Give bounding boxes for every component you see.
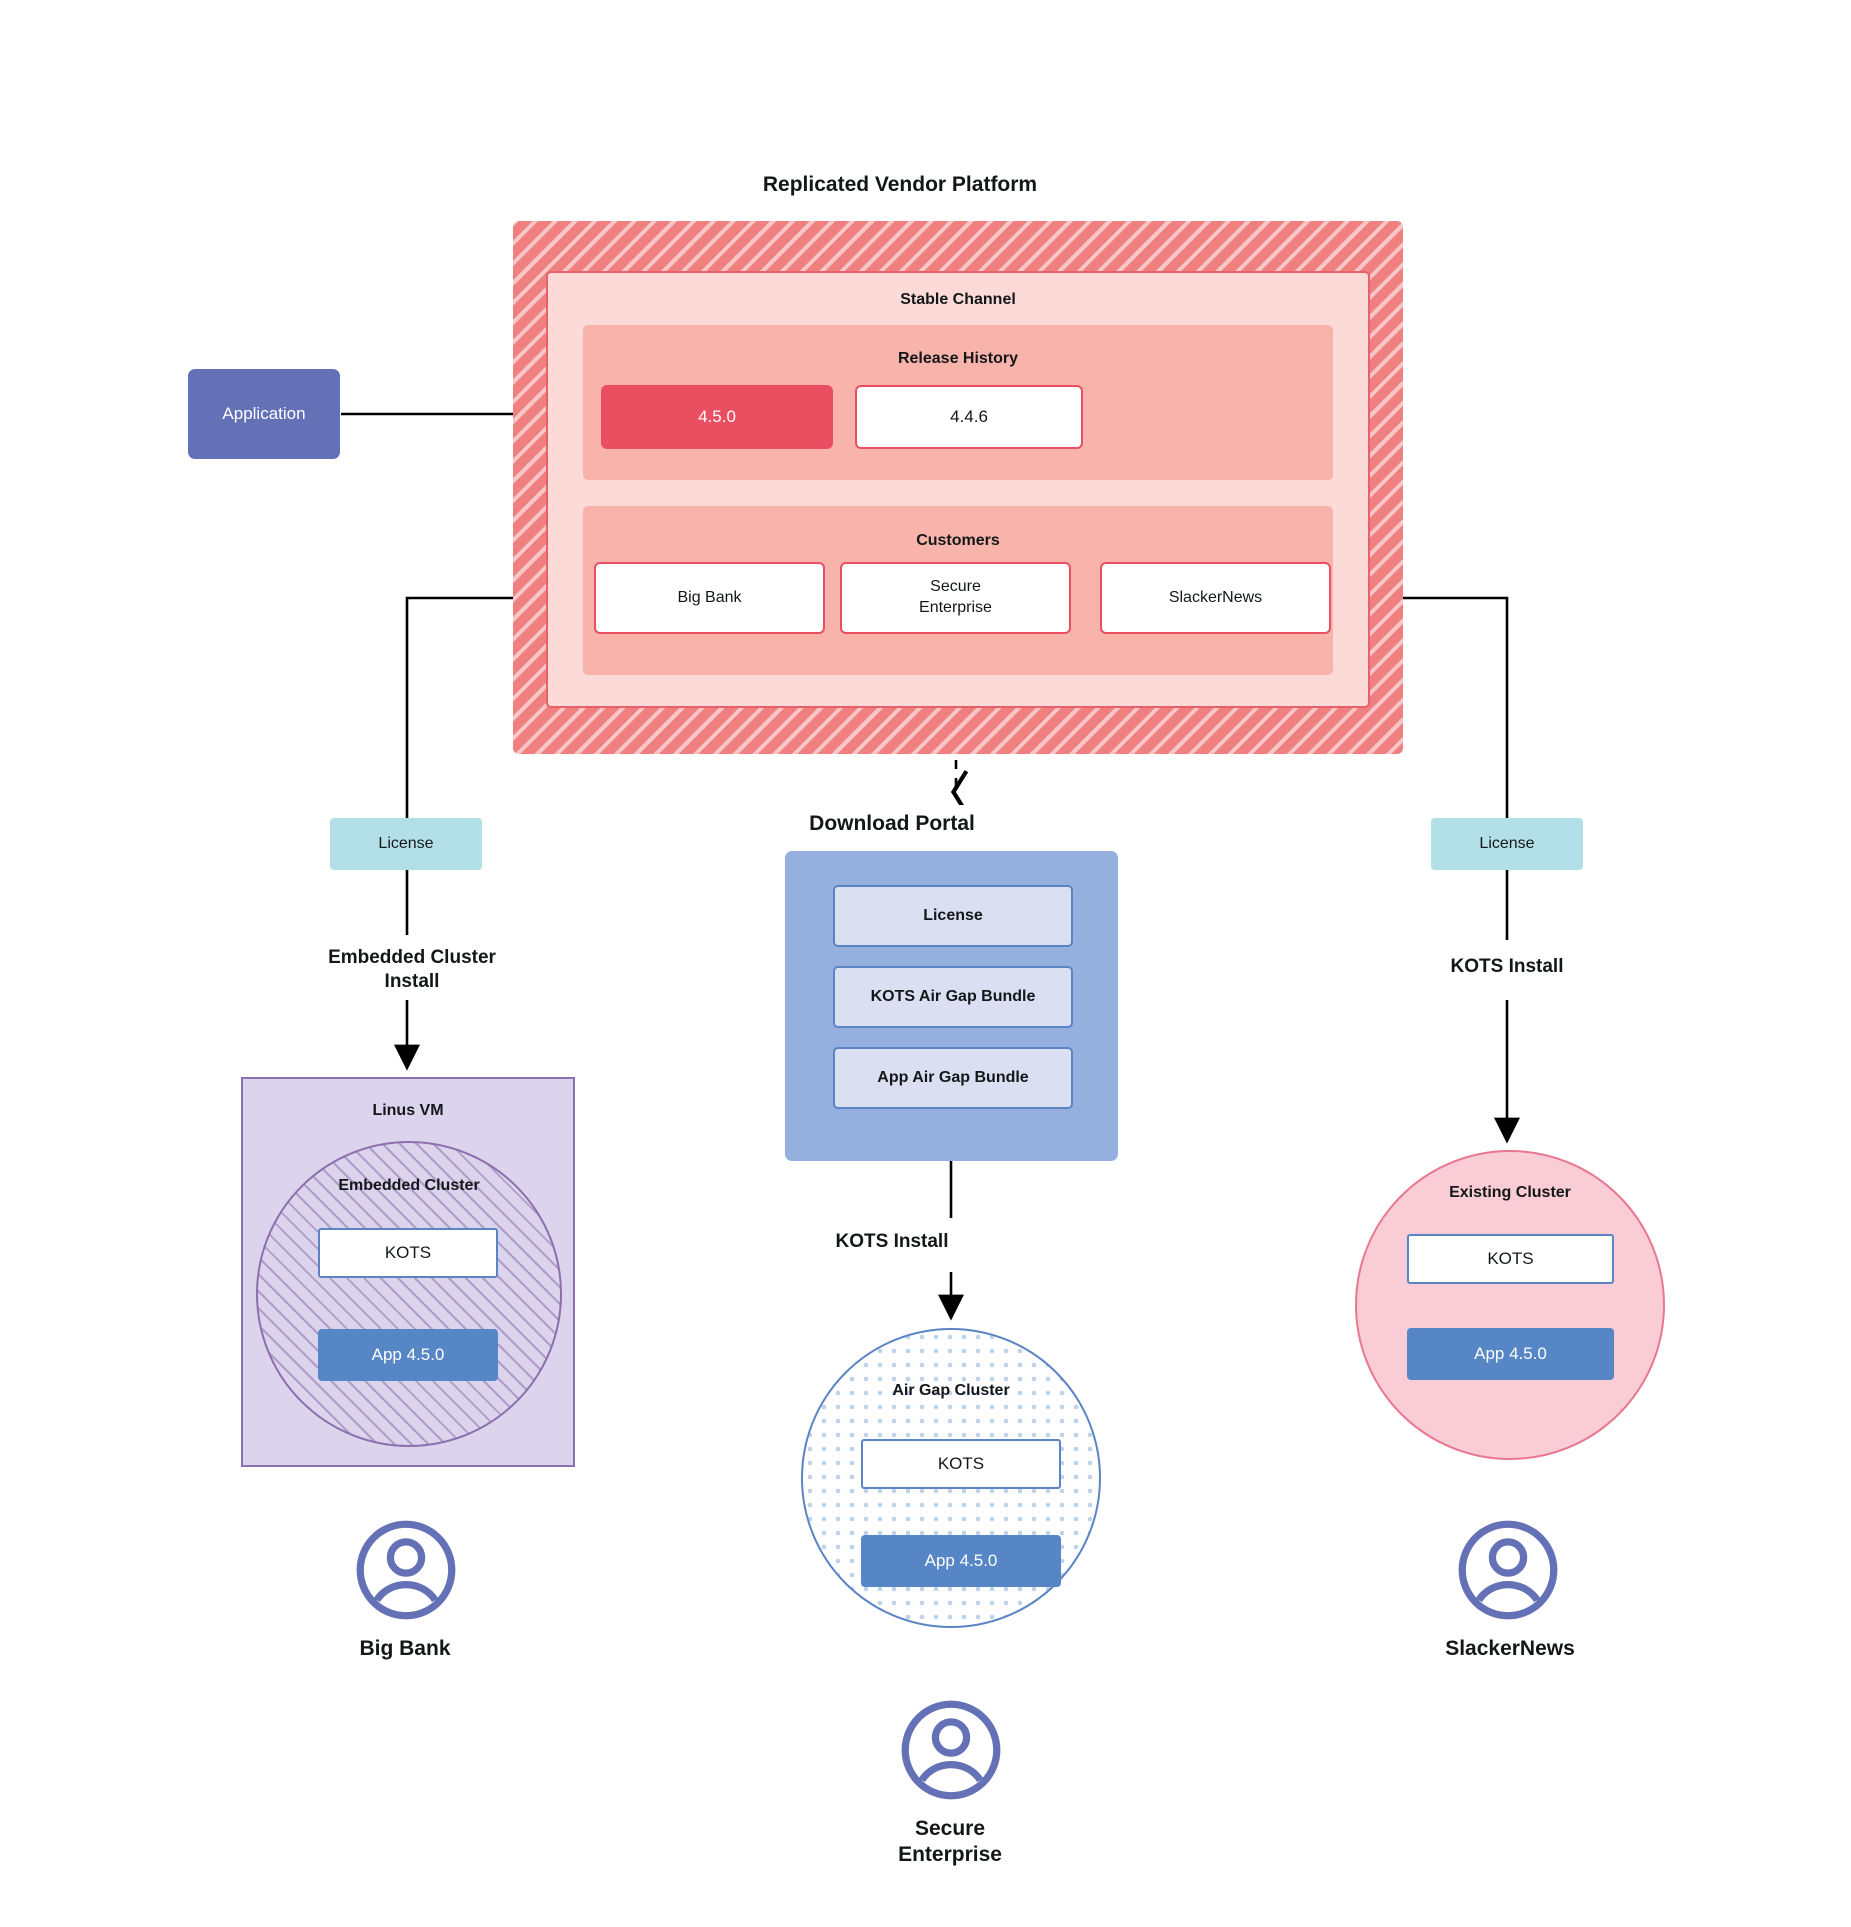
release-card-current[interactable]: 4.5.0	[601, 385, 833, 449]
linus-vm-label: Linus VM	[372, 1102, 444, 1119]
user-avatar-icon	[354, 1518, 458, 1622]
app-node-embedded[interactable]: App 4.5.0	[318, 1329, 498, 1381]
portal-item-app-air-gap-bundle[interactable]: App Air Gap Bundle	[833, 1047, 1073, 1109]
license-chip-left[interactable]: License	[330, 818, 482, 870]
download-portal-title: Download Portal	[809, 812, 975, 835]
existing-cluster-circle	[1355, 1150, 1665, 1460]
air-gap-cluster-label: Air Gap Cluster	[892, 1382, 1010, 1399]
customer-card-slackernews[interactable]: SlackerNews	[1100, 562, 1331, 634]
license-chip-right[interactable]: License	[1431, 818, 1583, 870]
page-title: Replicated Vendor Platform	[762, 173, 1038, 196]
embedded-cluster-circle	[256, 1141, 562, 1447]
app-node-airgap[interactable]: App 4.5.0	[861, 1535, 1061, 1587]
release-history-label: Release History	[897, 350, 1019, 367]
persona-name-big-bank: Big Bank	[359, 1637, 451, 1660]
user-avatar-icon	[1456, 1518, 1560, 1622]
portal-item-kots-air-gap-bundle[interactable]: KOTS Air Gap Bundle	[833, 966, 1073, 1028]
application-node[interactable]: Application	[188, 369, 340, 459]
kots-node-airgap[interactable]: KOTS	[861, 1439, 1061, 1489]
portal-item-license[interactable]: License	[833, 885, 1073, 947]
app-node-existing[interactable]: App 4.5.0	[1407, 1328, 1614, 1380]
kots-node-embedded[interactable]: KOTS	[318, 1228, 498, 1278]
persona-name-slackernews: SlackerNews	[1445, 1637, 1575, 1660]
flow-label-kots-install-right: KOTS Install	[1450, 956, 1564, 977]
stable-channel-label: Stable Channel	[900, 291, 1016, 308]
release-card-previous[interactable]: 4.4.6	[855, 385, 1083, 449]
user-avatar-icon	[899, 1698, 1003, 1802]
flow-label-kots-install-center: KOTS Install	[835, 1231, 949, 1252]
customers-label: Customers	[916, 532, 1000, 549]
existing-cluster-label: Existing Cluster	[1449, 1184, 1571, 1201]
customer-card-big-bank[interactable]: Big Bank	[594, 562, 825, 634]
embedded-cluster-label: Embedded Cluster	[338, 1177, 480, 1194]
kots-node-existing[interactable]: KOTS	[1407, 1234, 1614, 1284]
